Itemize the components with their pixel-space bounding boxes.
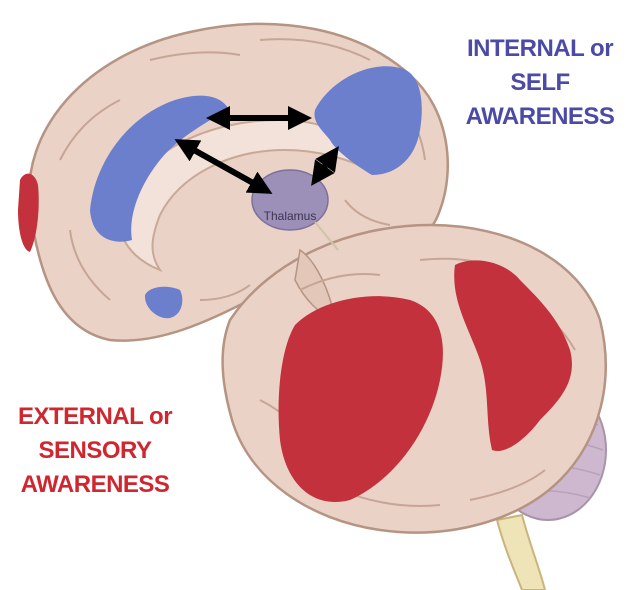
external-awareness-label: EXTERNAL or SENSORY AWARENESS (0, 400, 190, 502)
external-label-line1: EXTERNAL or (0, 400, 190, 434)
internal-label-line3: AWARENESS (442, 100, 638, 134)
external-label-line3: AWARENESS (0, 468, 190, 502)
spinal-cord (497, 515, 545, 590)
internal-label-line1: INTERNAL or (442, 32, 638, 66)
thalamus-label: Thalamus (264, 209, 317, 223)
external-label-line2: SENSORY (0, 434, 190, 468)
internal-awareness-label: INTERNAL or SELF AWARENESS (442, 32, 638, 134)
internal-label-line2: SELF (442, 66, 638, 100)
